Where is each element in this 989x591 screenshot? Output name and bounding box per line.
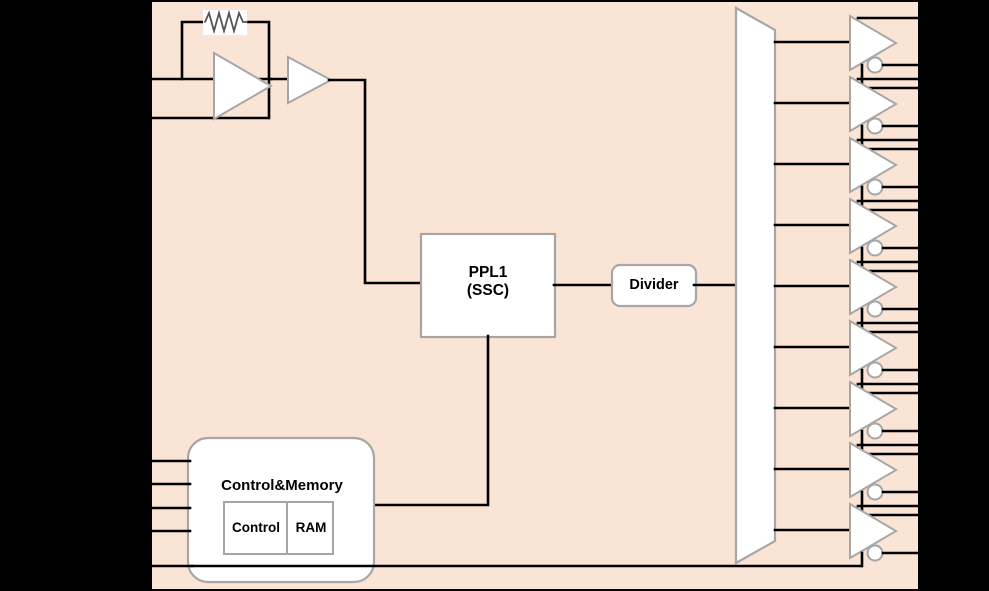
pin-group-left-bottom — [148, 459, 194, 568]
feedback-left-leg — [180, 20, 209, 81]
inverting-bubble-9 — [866, 544, 884, 562]
output-channel-6 — [773, 319, 920, 395]
inverting-bubble-1 — [866, 56, 884, 74]
pll-block[interactable] — [419, 232, 557, 339]
output-buffer-4 — [849, 197, 898, 255]
divider-block[interactable] — [610, 263, 698, 308]
output-buffer-2 — [849, 75, 898, 133]
output-channel-2 — [773, 75, 920, 151]
inverting-bubble-3 — [866, 178, 884, 196]
inverting-bubble-4 — [866, 239, 884, 257]
output-buffer-6 — [849, 319, 898, 377]
osc-buffer — [287, 55, 334, 105]
output-buffer-3 — [849, 136, 898, 194]
inverting-bubble-7 — [866, 422, 884, 440]
output-channel-3 — [773, 136, 920, 212]
feedback-resistor-icon — [203, 9, 248, 35]
output-buffer-1 — [849, 14, 898, 72]
inverting-bubble-5 — [866, 300, 884, 318]
output-distribution-mux[interactable] — [734, 6, 777, 565]
output-channel-9 — [773, 502, 920, 568]
inverting-bubble-2 — [866, 117, 884, 135]
output-buffer-8 — [849, 441, 898, 499]
pll-to-control-memory-wire — [371, 334, 490, 507]
output-channel-7 — [773, 380, 920, 456]
output-buffer-9 — [849, 502, 898, 560]
inverting-bubble-6 — [866, 361, 884, 379]
output-channel-8 — [773, 441, 920, 517]
ram-subblock[interactable] — [286, 501, 334, 555]
inverting-bubble-8 — [866, 483, 884, 501]
output-buffer-5 — [849, 258, 898, 316]
control-subblock[interactable] — [223, 501, 288, 555]
output-buffer-7 — [849, 380, 898, 438]
osc-amp — [213, 51, 273, 121]
feedback-right-leg — [244, 20, 271, 120]
output-channel-5 — [773, 258, 920, 334]
osc-to-pll-wire — [327, 78, 426, 285]
output-channel-1 — [773, 14, 920, 90]
